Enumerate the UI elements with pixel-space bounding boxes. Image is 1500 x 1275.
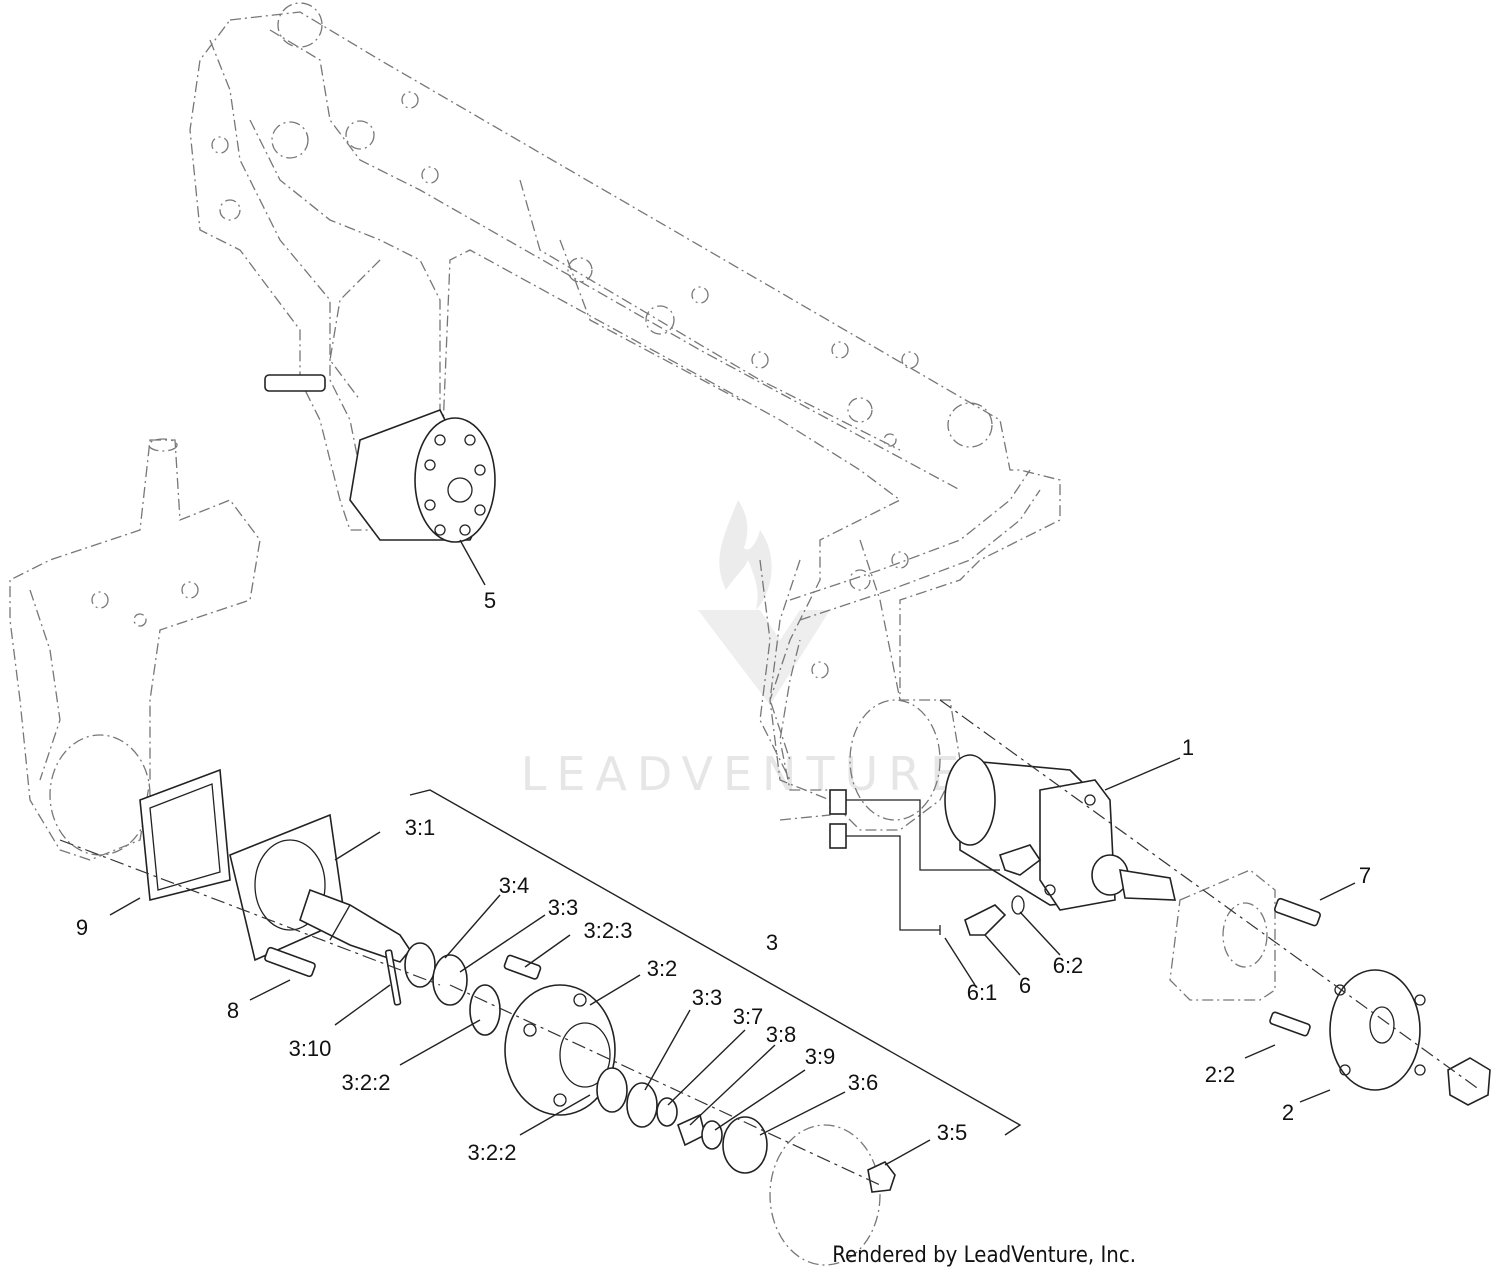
callout-3-2-3: 3:2:3 — [584, 918, 633, 943]
callout-7: 7 — [1359, 863, 1371, 888]
callout-labels: 1 2 2:2 3 3:1 3:2 3:2:2 3:2:2 3:2:3 3:3 … — [76, 588, 1371, 1165]
callout-2: 2 — [1282, 1100, 1294, 1125]
callout-6-1: 6:1 — [967, 980, 998, 1005]
callout-3: 3 — [766, 930, 778, 955]
callout-3-6: 3:6 — [848, 1070, 879, 1095]
callout-6: 6 — [1019, 973, 1031, 998]
callout-3-3a: 3:3 — [548, 895, 579, 920]
callout-5: 5 — [484, 588, 496, 613]
callout-3-4: 3:4 — [499, 873, 530, 898]
callout-3-9: 3:9 — [805, 1044, 836, 1069]
callout-6-2: 6:2 — [1053, 953, 1084, 978]
leader-lines — [109, 539, 1356, 1166]
callout-1: 1 — [1182, 735, 1194, 760]
callout-3-2: 3:2 — [647, 956, 678, 981]
callout-3-1: 3:1 — [405, 815, 436, 840]
part-3-1-spindle — [229, 813, 411, 1006]
callout-3-2-2b: 3:2:2 — [468, 1140, 517, 1165]
callout-3-2-2a: 3:2:2 — [342, 1070, 391, 1095]
watermark-logo: LEADVENTURE — [521, 500, 970, 801]
watermark-text: LEADVENTURE — [521, 747, 970, 801]
part-9-gasket — [139, 768, 231, 902]
part-5-cylinder — [264, 374, 496, 543]
group-3-bracket — [409, 789, 1022, 1136]
part-1-motor — [829, 754, 1177, 936]
centerlines — [59, 699, 1481, 1186]
axle-frame-ghost — [9, 2, 1061, 861]
callout-9: 9 — [76, 915, 88, 940]
callout-3-5: 3:5 — [937, 1120, 968, 1145]
render-credit: Rendered by LeadVenture, Inc. — [832, 1243, 1136, 1268]
callout-3-10: 3:10 — [289, 1036, 332, 1061]
callout-8: 8 — [227, 998, 239, 1023]
part-3-hub-assembly — [404, 942, 896, 1266]
callout-3-3b: 3:3 — [692, 985, 723, 1010]
callout-3-7: 3:7 — [733, 1004, 764, 1029]
callout-3-8: 3:8 — [766, 1022, 797, 1047]
callout-2-2: 2:2 — [1205, 1062, 1236, 1087]
part-2-hub — [1169, 869, 1491, 1106]
